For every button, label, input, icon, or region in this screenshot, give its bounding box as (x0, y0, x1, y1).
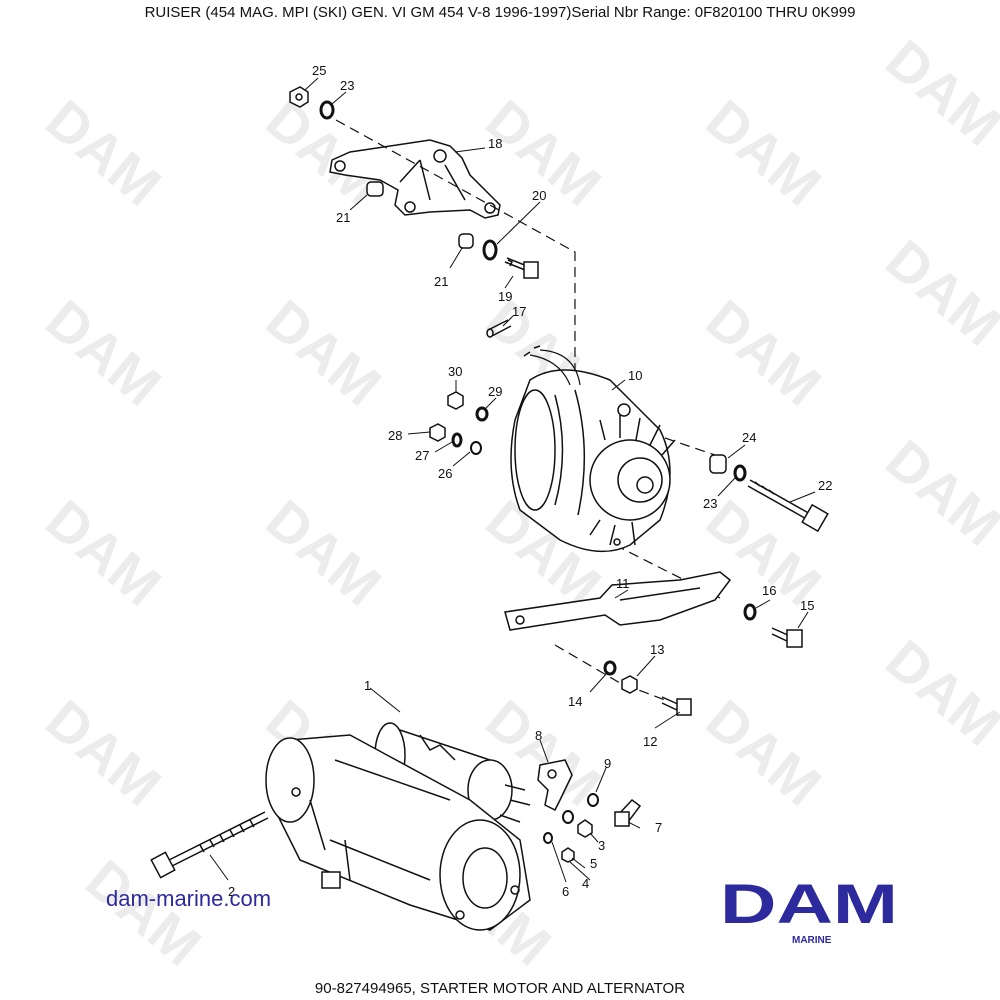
callout-27: 27 (415, 448, 429, 463)
fitting (614, 798, 642, 827)
website-link[interactable]: dam-marine.com (106, 886, 272, 911)
diagram-caption: 90-827494965, STARTER MOTOR AND ALTERNAT… (314, 980, 686, 997)
callout-10: 10 (628, 368, 642, 383)
callout-6: 6 (562, 884, 569, 899)
callout-17: 17 (512, 304, 526, 319)
washer (451, 432, 463, 448)
callout-20: 20 (532, 188, 546, 203)
callout-4: 4 (582, 876, 589, 891)
washer (319, 100, 335, 120)
logo-main-text: DAM (720, 873, 898, 935)
dowel-pin (486, 319, 512, 338)
washer (603, 660, 617, 676)
washer (470, 441, 482, 455)
callout-28: 28 (388, 428, 402, 443)
callout-labels: 25 23 18 21 20 21 19 17 10 30 29 28 27 2… (228, 63, 832, 899)
washer (475, 406, 489, 422)
callout-19: 19 (498, 289, 512, 304)
callout-15: 15 (800, 598, 814, 613)
adjusting-strap (504, 571, 732, 631)
callout-11: 11 (616, 576, 630, 591)
nut (577, 819, 593, 838)
spacer-bushing (366, 181, 384, 197)
mounting-bracket (329, 139, 501, 219)
bolt (661, 696, 692, 716)
nut (561, 847, 575, 863)
through-bolt (150, 811, 269, 879)
callout-24: 24 (742, 430, 756, 445)
callout-14: 14 (568, 694, 582, 709)
callout-7: 7 (655, 820, 662, 835)
washer (587, 793, 599, 807)
starter-motor (265, 722, 531, 931)
bolt (504, 257, 539, 279)
bolt (771, 627, 803, 648)
callout-3: 3 (598, 838, 605, 853)
long-bolt (747, 479, 829, 533)
spacer (709, 454, 727, 474)
callout-2: 2 (228, 884, 235, 899)
alternator (510, 345, 676, 553)
callout-29: 29 (488, 384, 502, 399)
callout-18: 18 (488, 136, 502, 151)
nut (447, 391, 464, 410)
callout-13: 13 (650, 642, 664, 657)
washer (562, 810, 574, 824)
leader-lines (209, 77, 816, 883)
callout-16: 16 (762, 583, 776, 598)
callout-8: 8 (535, 728, 542, 743)
washer (543, 832, 553, 844)
nut (289, 86, 309, 108)
callout-30: 30 (448, 364, 462, 379)
nut (429, 423, 446, 442)
callout-26: 26 (438, 466, 452, 481)
washer (482, 239, 498, 261)
callout-1: 1 (364, 678, 371, 693)
callout-23: 23 (340, 78, 354, 93)
callout-9: 9 (604, 756, 611, 771)
callout-12: 12 (643, 734, 657, 749)
callout-21: 21 (434, 274, 448, 289)
nut (621, 675, 638, 694)
callout-21: 21 (336, 210, 350, 225)
spacer-bushing (458, 233, 474, 249)
callout-23: 23 (703, 496, 717, 511)
washer (733, 464, 747, 482)
logo-sub-text: MARINE (792, 935, 832, 946)
washer (743, 603, 757, 621)
callout-22: 22 (818, 478, 832, 493)
diagram-title: RUISER (454 MAG. MPI (SKI) GEN. VI GM 45… (144, 4, 856, 21)
dam-marine-logo: DAM MARINE (720, 873, 898, 946)
terminal-bracket (537, 759, 573, 812)
callout-25: 25 (312, 63, 326, 78)
callout-5: 5 (590, 856, 597, 871)
